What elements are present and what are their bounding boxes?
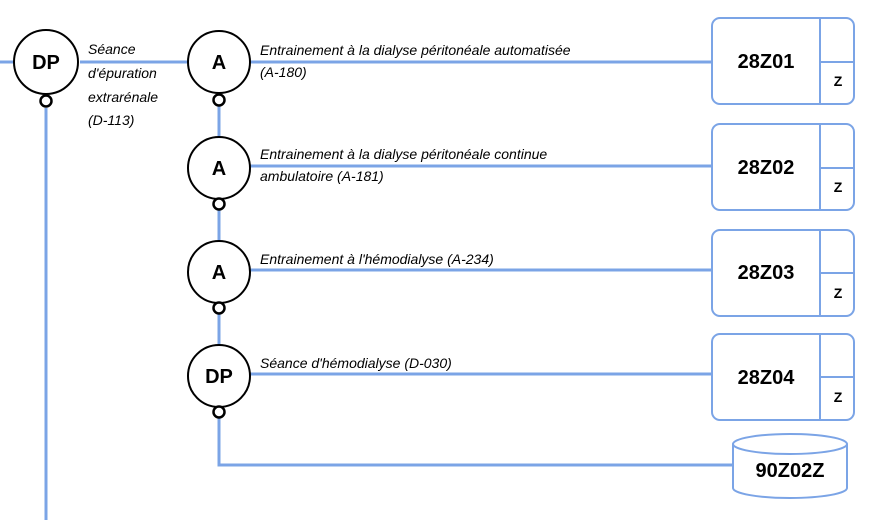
root-node-port [39,94,53,108]
root-node: DP [13,29,79,108]
step-node-3: A [187,240,251,315]
step-1-type: A [212,52,226,74]
step-2-label-line-1: Entrainement à la dialyse péritonéale co… [260,146,547,162]
step-1-label-line-2: (A-180) [260,64,307,80]
result-code-1: 28Z01 [738,51,795,73]
step-2-type: A [212,158,226,180]
result-suffix-4: Z [834,389,843,405]
result-box-2: 28Z02 Z [711,123,855,211]
result-suffix-2: Z [834,179,843,195]
result-box-1: 28Z01 Z [711,17,855,105]
step-3-type: A [212,262,226,284]
result-code-4: 28Z04 [738,367,796,389]
step-node-2: A [187,136,251,211]
result-suffix-1: Z [834,73,843,89]
step-3-label-line-1: Entrainement à l'hémodialyse (A-234) [260,251,494,267]
step-node-1: A [187,30,251,107]
root-label: Séance d'épuration extrarénale (D-113) [88,41,158,128]
step-2-port [212,197,226,211]
root-node-type: DP [32,52,60,74]
root-label-line-2: d'épuration [88,65,157,81]
fallback-code: 90Z02Z [756,460,825,482]
step-4-type: DP [205,366,233,388]
step-1-port [212,93,226,107]
result-code-3: 28Z03 [738,262,795,284]
step-4-port [212,405,226,419]
step-4-label-line-1: Séance d'hémodialyse (D-030) [260,355,452,371]
result-box-4: 28Z04 Z [711,333,855,421]
result-code-2: 28Z02 [738,157,795,179]
step-node-4: DP [187,344,251,419]
fallback-database: 90Z02Z [732,433,848,499]
root-label-line-4: (D-113) [88,112,134,128]
result-suffix-3: Z [834,285,843,301]
fallback-connector [217,418,733,467]
root-label-line-1: Séance [88,41,136,57]
step-1-label-line-1: Entrainement à la dialyse péritonéale au… [260,42,571,58]
result-box-3: 28Z03 Z [711,229,855,317]
step-2-label-line-2: ambulatoire (A-181) [260,168,384,184]
step-3-port [212,301,226,315]
root-label-line-3: extrarénale [88,89,158,105]
